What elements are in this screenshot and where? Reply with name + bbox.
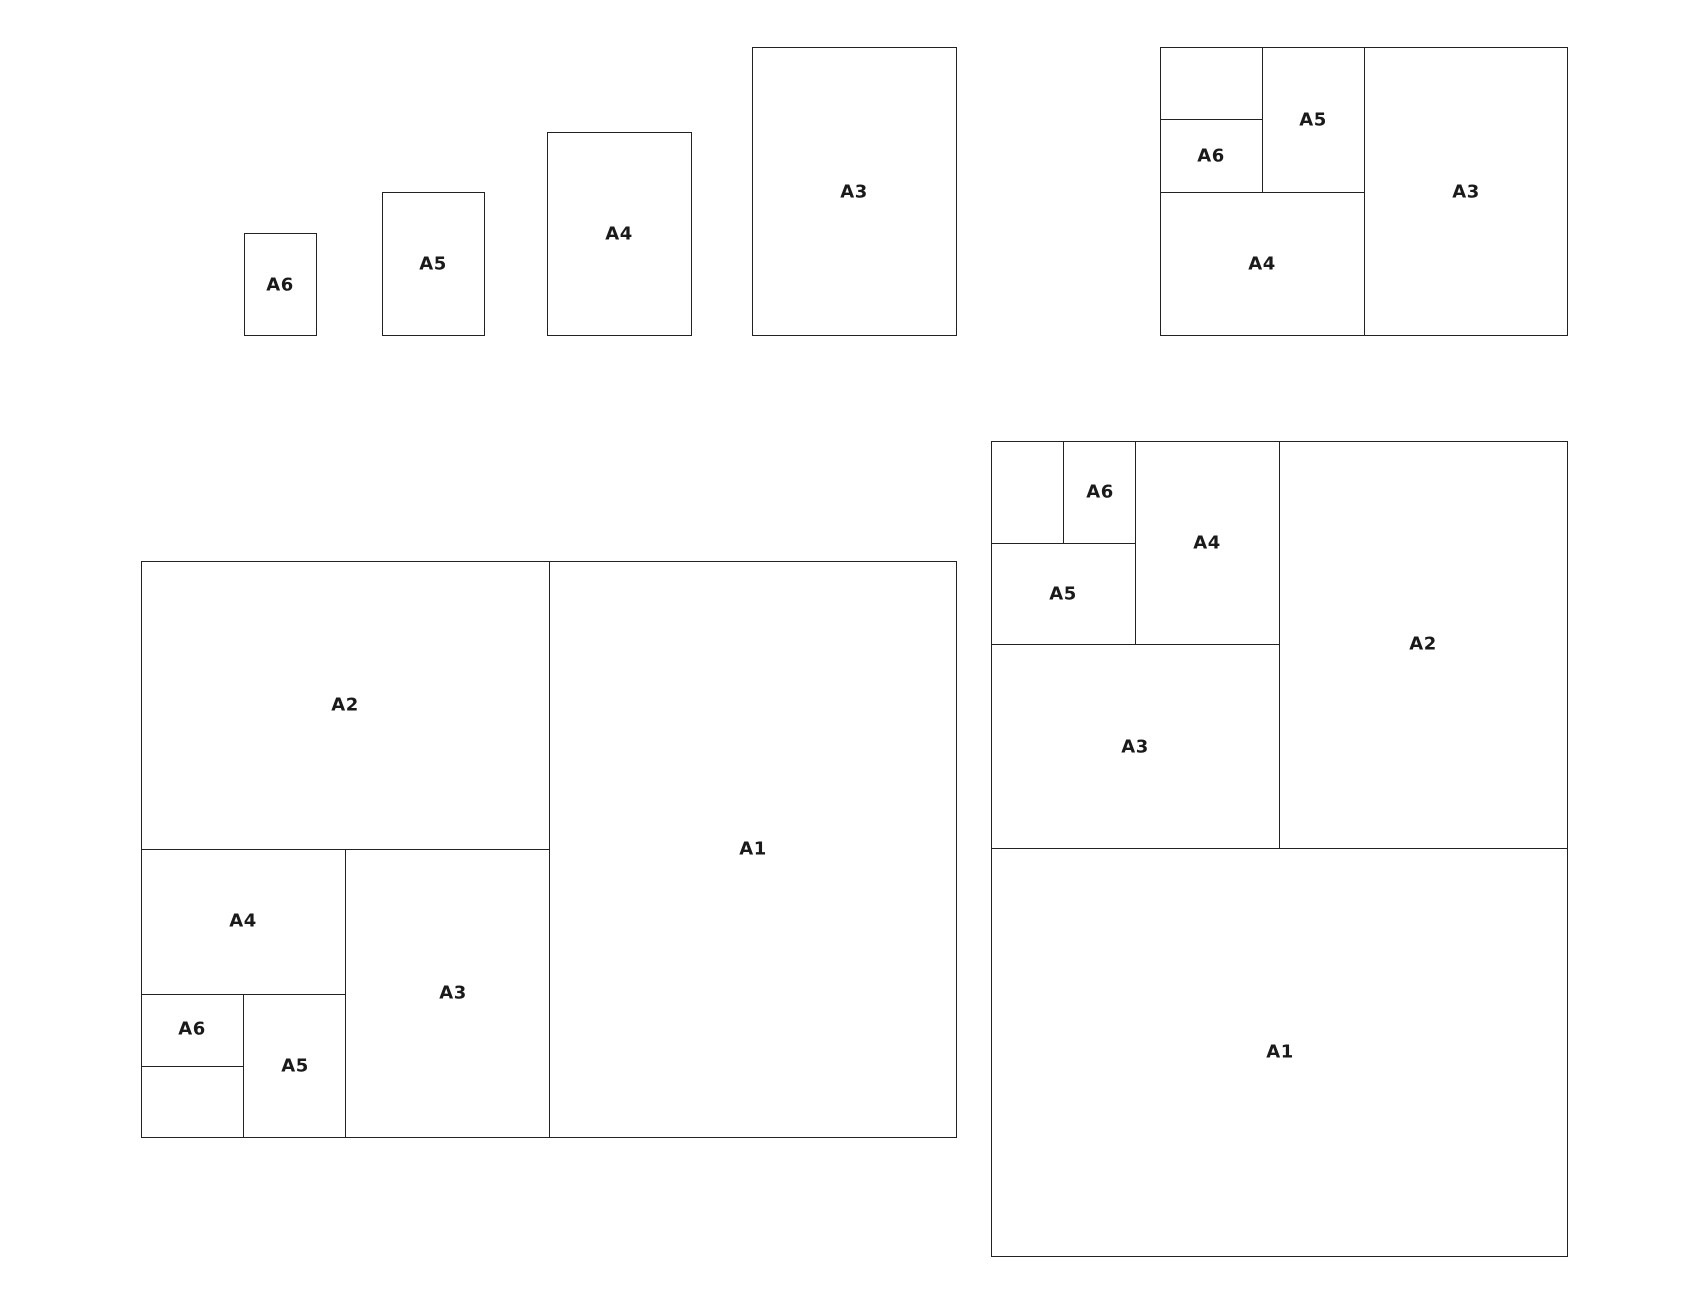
label-a5: A5 <box>281 1055 309 1077</box>
label-a6: A6 <box>266 274 294 296</box>
label-a4: A4 <box>229 910 257 932</box>
label-a6: A6 <box>1086 481 1114 503</box>
label-a4: A4 <box>1248 253 1276 275</box>
label-a3: A3 <box>1121 736 1149 758</box>
sheet-remainder <box>1160 47 1263 120</box>
sheet-a4 <box>547 132 692 336</box>
sheet-a5 <box>382 192 485 336</box>
label-a6: A6 <box>178 1018 206 1040</box>
label-a6: A6 <box>1197 145 1225 167</box>
sheet-a3 <box>752 47 957 336</box>
label-a3: A3 <box>840 181 868 203</box>
label-a5: A5 <box>1299 109 1327 131</box>
label-a4: A4 <box>1193 532 1221 554</box>
sheet-remainder <box>141 1066 244 1138</box>
sheet-a6 <box>244 233 317 336</box>
label-a3: A3 <box>1452 181 1480 203</box>
sheet-remainder <box>991 441 1064 544</box>
label-a2: A2 <box>1409 633 1437 655</box>
label-a1: A1 <box>739 838 767 860</box>
label-a1: A1 <box>1266 1041 1294 1063</box>
label-a2: A2 <box>331 694 359 716</box>
label-a5: A5 <box>1049 583 1077 605</box>
label-a3: A3 <box>439 982 467 1004</box>
label-a5: A5 <box>419 253 447 275</box>
label-a4: A4 <box>605 223 633 245</box>
